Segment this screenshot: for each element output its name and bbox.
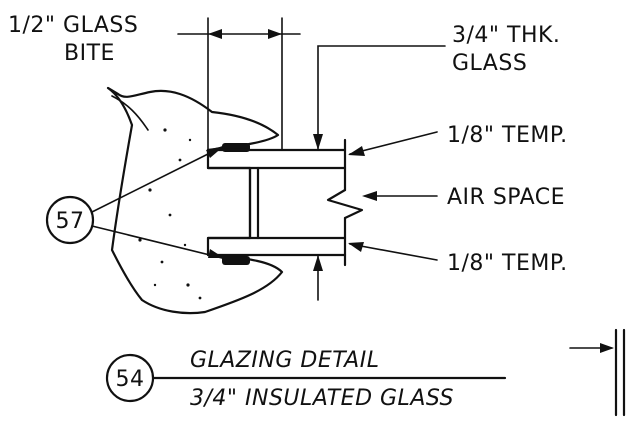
bottom-gasket — [222, 256, 250, 265]
thk-glass-dimension — [313, 45, 446, 301]
insulated-glass-unit — [206, 138, 364, 267]
leaders — [348, 131, 438, 261]
callout-57-label: 57 — [56, 209, 85, 234]
glass-bite-dimension — [177, 17, 301, 151]
frame-profile — [106, 86, 284, 315]
air-space-label: AIR SPACE — [447, 185, 565, 210]
callout-54-label: 54 — [116, 367, 145, 392]
fill-stipple — [138, 128, 202, 300]
temp-bottom-label: 1/8" TEMP. — [447, 251, 568, 276]
temp-top-label: 1/8" TEMP. — [447, 123, 568, 148]
glass-bite-label-1: 1/2" GLASS — [8, 13, 138, 38]
callout-57: 57 — [45, 146, 224, 259]
edge-fragment — [569, 328, 626, 417]
detail-subtitle: 3/4" INSULATED GLASS — [190, 386, 454, 411]
glass-bite-label-2: BITE — [64, 41, 115, 66]
thk-glass-label-1: 3/4" THK. — [452, 23, 560, 48]
title-block: 54 GLAZING DETAIL 3/4" INSULATED GLASS — [105, 348, 507, 411]
detail-title: GLAZING DETAIL — [190, 348, 379, 373]
thk-glass-label-2: GLASS — [452, 51, 527, 76]
